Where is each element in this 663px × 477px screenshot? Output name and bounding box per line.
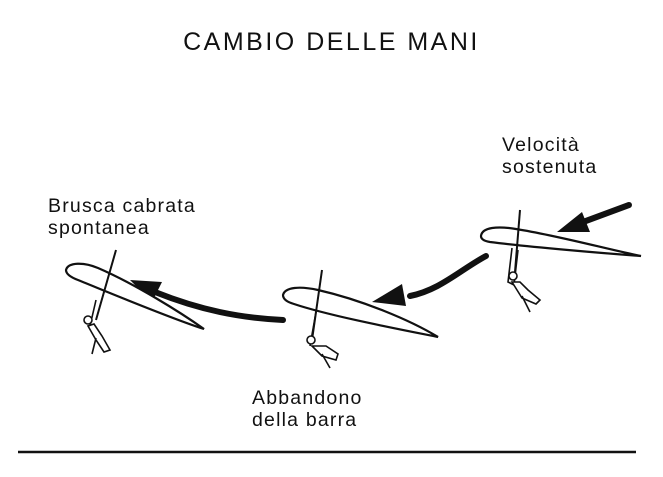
label-sustained-speed: Velocità sostenuta	[502, 134, 597, 178]
pilot-left-icon	[83, 299, 112, 355]
diagram-title: CAMBIO DELLE MANI	[183, 28, 480, 56]
pilot-middle-icon	[306, 311, 339, 369]
label-bar-release: Abbandono della barra	[252, 387, 363, 431]
glider-right	[479, 209, 642, 313]
glider-left	[64, 249, 205, 355]
label-bar-release-line1: Abbandono	[252, 387, 363, 409]
pilot-right-icon	[507, 247, 542, 313]
label-sudden-pitch-up-line1: Brusca cabrata	[48, 195, 196, 217]
glider-middle	[281, 269, 439, 369]
label-sustained-speed-line1: Velocità	[502, 134, 580, 156]
incoming-arrow-icon	[557, 202, 632, 232]
label-sudden-pitch-up: Brusca cabrata spontanea	[48, 195, 196, 239]
label-sustained-speed-line2: sostenuta	[502, 156, 598, 178]
transition-arrow-1-icon	[372, 253, 489, 306]
label-sudden-pitch-up-line2: spontanea	[48, 217, 150, 239]
label-bar-release-line2: della barra	[252, 409, 358, 431]
